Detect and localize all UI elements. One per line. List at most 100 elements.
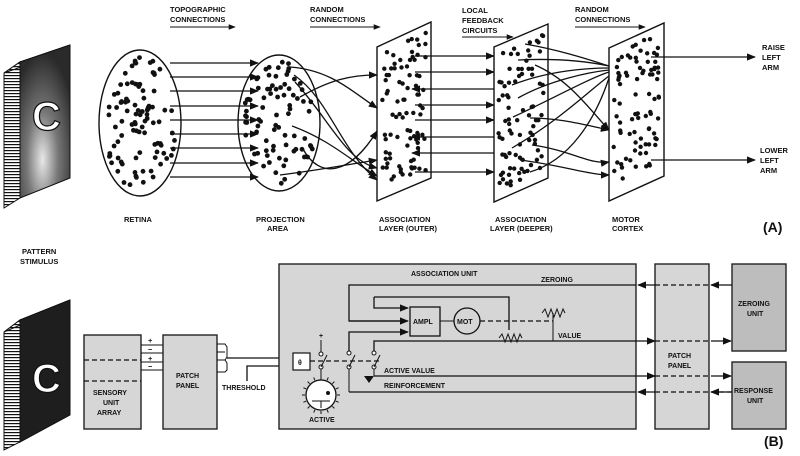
neuron-dot [529,66,535,72]
neuron-dot [151,88,157,94]
tube-ray [313,409,316,413]
neuron-dot [140,168,146,174]
neuron-dot [522,169,527,174]
neuron-dot [415,37,420,42]
neuron-dot [508,179,513,184]
neuron-dot [535,148,541,153]
neuron-dot [537,49,543,54]
neuron-dot [385,88,390,94]
neuron-dot [282,81,288,87]
label-projection-1: PROJECTION [256,215,305,224]
neuron-dot [499,80,504,85]
neuron-dot [380,97,385,103]
patch-left-label-2: PANEL [176,383,200,390]
neuron-dot [387,151,392,156]
neuron-dot [623,156,629,161]
neuron-dot [282,176,288,182]
neuron-dot [656,95,662,100]
neuron-dot [115,155,121,161]
neuron-dot [408,158,414,164]
neuron-dot [513,79,518,84]
neuron-dot [308,143,313,148]
neuron-dot [161,150,167,156]
neuron-dot [286,86,292,92]
neuron-dot [517,132,523,138]
neuron-dot [633,55,638,60]
neuron-dot [617,81,623,87]
neuron-dot [408,172,413,177]
response-unit: RESPONSE UNIT [731,361,787,430]
neuron-dot [526,113,532,118]
neuron-dot [513,152,518,158]
neuron-dot [283,142,289,148]
neuron-dot [646,126,652,132]
neuron-dot [527,137,532,143]
zeroing-unit-label-1: ZEROING [738,301,770,308]
label-motor-1: MOTOR [612,215,640,224]
neuron-dot [152,72,157,77]
neuron-dot [281,163,287,169]
neuron-dot [263,148,269,154]
panel-b-id: (B) [764,433,783,449]
neuron-dot [632,129,637,135]
panel-b: PATTERN STIMULUS C SENSORY UNIT ARRAY + … [3,247,787,451]
neuron-dot [244,108,249,114]
neuron-dot [383,150,388,155]
neuron-dot [124,108,130,114]
neuron-dot [129,80,135,85]
neuron-dot [646,142,652,147]
label-topographic-1: TOPOGRAPHIC [170,5,226,14]
neuron-dot [133,155,139,161]
neuron-dot [496,97,501,103]
neuron-dot [416,42,421,48]
neuron-dot [395,99,400,104]
neuron-dot [532,137,538,143]
neuron-dot [526,48,531,53]
neuron-dot [423,30,428,36]
neuron-dot [383,156,388,161]
neuron-dot [500,177,506,182]
connection-label-arrows [170,24,646,40]
neuron-dot [508,183,513,188]
neuron-dot [270,83,275,88]
neuron-dot [157,66,163,72]
neuron-dot [515,118,520,123]
association-unit: ASSOCIATION UNIT ZEROING AMPL MOT VALUE [278,263,637,430]
neuron-dot [144,112,150,117]
neuron-dot [618,130,623,135]
neuron-dot [527,53,532,58]
neuron-dot [638,48,643,53]
neuron-dot [398,57,403,63]
neuron-dot [405,38,411,43]
neuron-dot [290,92,296,98]
neuron-dot [140,179,146,185]
neuron-dot [503,118,508,124]
neuron-dot [255,123,261,129]
neuron-dot [636,115,641,121]
neuron-dot [516,73,522,79]
neuron-dot [107,151,113,156]
neuron-dot [655,76,660,82]
neuron-dot [611,144,616,150]
neuron-dot [146,103,152,109]
neuron-dot [287,106,293,112]
neuron-dot [273,73,279,79]
neuron-dot [391,53,396,58]
neuron-dot [627,131,632,137]
neuron-dot [122,70,128,76]
neuron-dot [504,181,510,186]
neuron-dot [142,130,148,136]
patch-connections [636,281,732,396]
neuron-dot [651,50,657,56]
neuron-dot [408,136,413,141]
neuron-dot [616,77,621,82]
neuron-dot [268,91,273,96]
output-arrows [651,53,756,164]
neuron-dot [261,163,266,169]
neuron-dot [500,152,505,157]
neuron-dot [124,96,129,102]
neuron-dot [279,59,285,65]
active-label: ACTIVE [309,417,335,424]
neuron-dot [292,76,297,82]
neuron-dot [507,121,512,127]
